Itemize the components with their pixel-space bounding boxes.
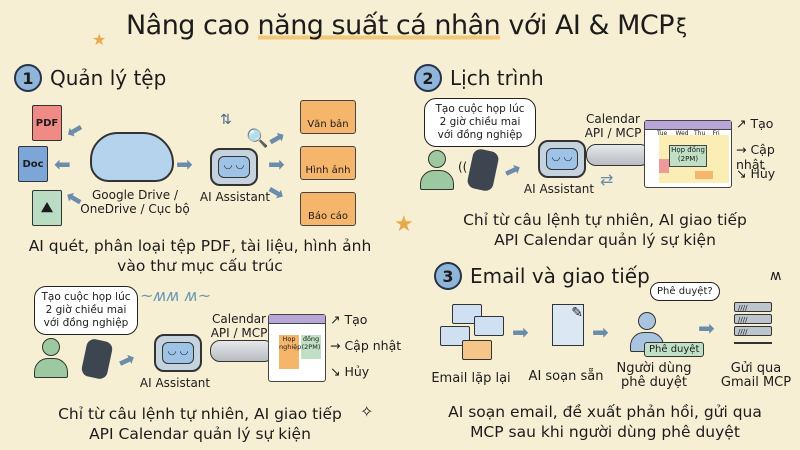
- scribble-doodle-icon: ~ʍʍ ʍ~: [140, 286, 212, 305]
- robot-icon: ◡ ◡: [154, 334, 202, 372]
- section-number: 1: [14, 64, 42, 92]
- sound-waves-icon: ((: [458, 160, 468, 174]
- star-doodle-icon: ★: [92, 30, 107, 49]
- squiggle-doodle-icon: ʍ: [770, 268, 782, 284]
- smart-speaker-icon: [80, 337, 114, 381]
- section-number: 2: [414, 64, 442, 92]
- robot-icon: ◡ ◡: [210, 148, 258, 186]
- sparkle-doodle-icon: ✧: [360, 402, 374, 421]
- action-create: ↗ Tạo: [736, 116, 774, 131]
- section-1-heading: 1 Quản lý tệp: [14, 64, 166, 92]
- star-doodle-icon: ★: [394, 212, 414, 237]
- arrow-icon: ➡: [268, 152, 285, 176]
- arrow-icon: ➡: [512, 320, 529, 344]
- action-cancel: ↘ Hủy: [330, 364, 370, 379]
- section-3-caption: AI soạn email, đề xuất phản hồi, gửi qua…: [448, 403, 762, 441]
- arrow-icon: ➡: [499, 155, 526, 185]
- page-title: Nâng cao năng suất cá nhân với AI & MCP: [125, 10, 675, 41]
- section-2-heading: 2 Lịch trình: [414, 64, 544, 92]
- squiggle-doodle-icon: ξ: [676, 14, 688, 38]
- section-1-caption: AI quét, phân loại tệp PDF, tài liệu, hì…: [28, 237, 372, 275]
- user-icon: [420, 150, 454, 190]
- user-icon: [34, 338, 68, 378]
- arrow-icon: ⬅: [61, 115, 88, 145]
- smart-speaker-icon: [466, 147, 500, 193]
- action-cancel: ↘ Hủy: [736, 166, 776, 181]
- document-pen-icon: ✎: [552, 304, 584, 346]
- arrow-icon: ➡: [592, 320, 609, 344]
- arrow-icon: ⬅: [54, 152, 71, 176]
- api-pipe-icon: [586, 144, 650, 166]
- api-pipe-icon: [210, 340, 274, 362]
- email-icon: [462, 340, 492, 360]
- magnifier-icon: 🔍: [246, 128, 269, 149]
- folder-bao-cao: Báo cáo: [300, 192, 356, 226]
- assistant-label: AI Assistant: [523, 182, 595, 196]
- approve-badge: Phê duyệt: [644, 342, 705, 357]
- source-label: Google Drive / OneDrive / Cục bộ: [80, 188, 190, 216]
- cloud-icon: [90, 132, 174, 182]
- step-label: AI soạn sẵn: [528, 369, 604, 384]
- section-3-heading: 3 Email và giao tiếp: [434, 262, 650, 290]
- doc-file-icon: Doc: [18, 146, 48, 182]
- section-number: 3: [434, 262, 462, 290]
- arrow-icon: ➡: [113, 345, 140, 375]
- arrow-icon: ➡: [176, 152, 193, 176]
- sync-arrows-icon: ⇅: [220, 112, 232, 128]
- step-label: Email lặp lại: [431, 371, 511, 386]
- robot-icon: ◡ ◡: [538, 140, 586, 178]
- folder-hinh-anh: Hình ảnh: [300, 146, 356, 180]
- server-icon: //// //// ////: [734, 302, 772, 344]
- thought-bubble: Phê duyệt?: [650, 282, 720, 301]
- image-file-icon: ⛰: [32, 190, 62, 226]
- action-update: → Cập nhật: [736, 142, 775, 172]
- folder-van-ban: Văn bản: [300, 100, 356, 134]
- bidirectional-arrow-icon: ⇄: [600, 170, 614, 189]
- assistant-label: AI Assistant: [199, 190, 271, 204]
- arrow-icon: ➡: [698, 316, 715, 340]
- action-update: → Cập nhật: [330, 338, 402, 353]
- action-create: ↗ Tạo: [330, 312, 368, 327]
- email-icon: [474, 316, 504, 336]
- assistant-label: AI Assistant: [139, 376, 211, 390]
- pdf-file-icon: PDF: [32, 105, 62, 141]
